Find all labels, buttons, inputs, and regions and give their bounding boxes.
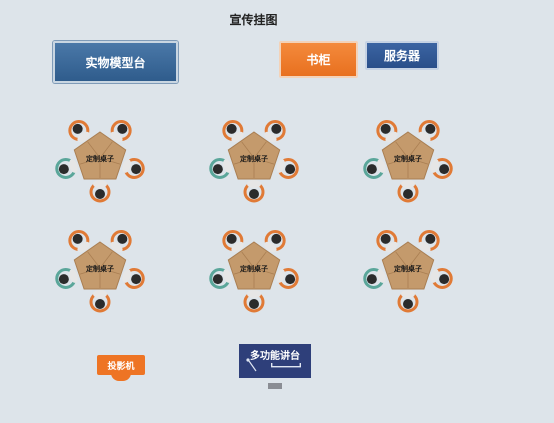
person-icon	[117, 123, 128, 134]
projector-icon	[111, 372, 131, 381]
person-body	[385, 131, 398, 143]
pentagon-table	[381, 131, 435, 180]
person-icon	[425, 123, 436, 134]
person-icon	[95, 189, 105, 199]
person-icon	[380, 233, 391, 244]
person-body	[122, 269, 132, 283]
table-label: 定制桌子	[394, 154, 422, 163]
podium-label: 多功能讲台	[250, 351, 300, 362]
person-icon	[380, 123, 391, 134]
bookcase-button[interactable]: 书柜	[279, 41, 358, 78]
pentagon-table	[73, 241, 127, 290]
person-body	[430, 159, 440, 173]
person-body	[276, 269, 286, 283]
person-body	[68, 269, 78, 283]
person-body	[231, 241, 244, 253]
person-body	[222, 269, 232, 283]
pentagon-table	[227, 241, 281, 290]
podium-stand-icon	[268, 383, 282, 389]
person-icon	[249, 189, 259, 199]
group-table-drawing: 定制桌子	[209, 229, 299, 313]
table-label: 定制桌子	[86, 154, 114, 163]
person-icon	[226, 233, 237, 244]
person-body	[93, 290, 107, 298]
pentagon-table	[381, 241, 435, 290]
person-icon	[131, 164, 142, 175]
group-table-drawing: 定制桌子	[363, 229, 453, 313]
pentagon-table	[73, 131, 127, 180]
table-label: 定制桌子	[394, 264, 422, 273]
person-body	[385, 241, 398, 253]
person-icon	[131, 274, 142, 285]
model-table-button[interactable]: 实物模型台	[53, 41, 178, 83]
person-icon	[285, 274, 296, 285]
person-body	[247, 180, 261, 188]
person-icon	[249, 299, 259, 309]
person-body	[68, 159, 78, 173]
person-body	[77, 241, 90, 253]
person-body	[376, 269, 386, 283]
person-icon	[403, 189, 413, 199]
person-icon	[366, 274, 377, 285]
page-title: 宣传挂图	[229, 13, 278, 27]
person-body	[376, 159, 386, 173]
person-body	[77, 131, 90, 143]
person-body	[264, 241, 277, 253]
group-table-4[interactable]: 定制桌子	[52, 228, 148, 318]
group-table-drawing: 定制桌子	[55, 229, 145, 313]
multimedia-podium[interactable]: 多功能讲台	[239, 344, 311, 378]
projector-button[interactable]: 投影机	[97, 355, 145, 375]
group-table-2[interactable]: 定制桌子	[206, 118, 302, 208]
person-icon	[285, 164, 296, 175]
group-table-3[interactable]: 定制桌子	[360, 118, 456, 208]
person-icon	[117, 233, 128, 244]
person-icon	[212, 274, 223, 285]
microphone-icon	[246, 358, 301, 372]
person-body	[122, 159, 132, 173]
person-body	[418, 241, 431, 253]
person-icon	[271, 233, 282, 244]
person-body	[247, 290, 261, 298]
person-icon	[72, 123, 83, 134]
person-icon	[58, 274, 69, 285]
group-table-drawing: 定制桌子	[209, 119, 299, 203]
server-button[interactable]: 服务器	[365, 41, 439, 70]
person-icon	[271, 123, 282, 134]
table-label: 定制桌子	[86, 264, 114, 273]
person-icon	[58, 164, 69, 175]
person-icon	[425, 233, 436, 244]
group-table-6[interactable]: 定制桌子	[360, 228, 456, 318]
table-label: 定制桌子	[240, 154, 268, 163]
person-icon	[212, 164, 223, 175]
group-table-drawing: 定制桌子	[55, 119, 145, 203]
person-icon	[95, 299, 105, 309]
person-icon	[439, 274, 450, 285]
pentagon-table	[227, 131, 281, 180]
group-table-drawing: 定制桌子	[363, 119, 453, 203]
person-body	[430, 269, 440, 283]
person-body	[93, 180, 107, 188]
person-body	[401, 290, 415, 298]
person-icon	[366, 164, 377, 175]
person-body	[110, 131, 123, 143]
person-icon	[72, 233, 83, 244]
person-body	[222, 159, 232, 173]
person-icon	[403, 299, 413, 309]
group-table-5[interactable]: 定制桌子	[206, 228, 302, 318]
person-body	[231, 131, 244, 143]
person-icon	[439, 164, 450, 175]
table-label: 定制桌子	[240, 264, 268, 273]
person-body	[276, 159, 286, 173]
group-table-1[interactable]: 定制桌子	[52, 118, 148, 208]
person-icon	[226, 123, 237, 134]
person-body	[264, 131, 277, 143]
person-body	[110, 241, 123, 253]
person-body	[401, 180, 415, 188]
person-body	[418, 131, 431, 143]
